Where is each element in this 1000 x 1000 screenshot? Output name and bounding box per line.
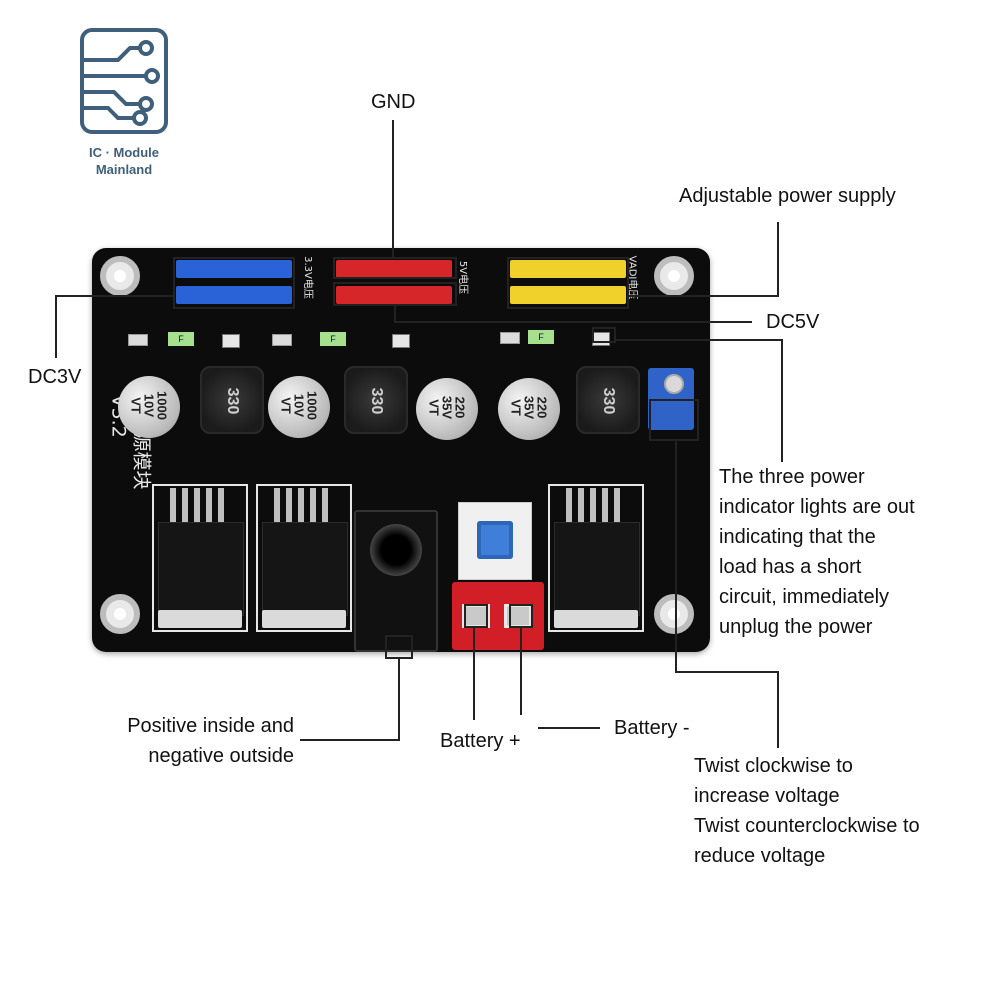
jack-line: Positive inside and	[127, 715, 294, 737]
indicator-line: load has a short	[719, 556, 862, 578]
voltage-potentiometer[interactable]	[648, 368, 694, 430]
indicator-line: unplug the power	[719, 616, 873, 638]
cap-voltage: 35V	[521, 395, 537, 420]
pot-line: increase voltage	[694, 785, 840, 807]
switch-button[interactable]	[477, 521, 513, 559]
mounting-hole	[654, 256, 694, 296]
brand-logo	[78, 26, 170, 136]
cap-series: VT	[508, 399, 524, 416]
mounting-hole	[100, 256, 140, 296]
smd-capacitor	[128, 334, 148, 346]
label-battery-plus: Battery +	[440, 730, 521, 752]
inductor: 330	[344, 366, 408, 434]
header-5v-top	[336, 260, 452, 278]
battery-negative-slot[interactable]	[504, 604, 532, 628]
indicator-led-3v3	[222, 334, 240, 348]
indicator-line: circuit, immediately	[719, 586, 890, 608]
pot-line: reduce voltage	[694, 845, 826, 867]
brand-line-1: IC · Module	[88, 145, 160, 160]
cap-value: 1000	[154, 391, 170, 420]
cap-voltage: 10V	[291, 393, 307, 418]
inductor-value: 330	[600, 387, 617, 415]
inductor: 330	[576, 366, 640, 434]
dc-barrel-jack[interactable]	[354, 510, 438, 652]
circuit-board-icon	[80, 28, 168, 134]
voltage-regulator	[152, 484, 248, 632]
label-adjustable-power-supply: Adjustable power supply	[679, 185, 896, 207]
cap-voltage: 10V	[141, 393, 157, 418]
header-vadj-bottom	[510, 286, 626, 304]
pot-adjust-screw[interactable]	[664, 374, 684, 394]
mounting-hole	[654, 594, 694, 634]
brand-name: IC · Module Mainland	[64, 144, 184, 178]
header-vadj-top	[510, 260, 626, 278]
smd-capacitor	[500, 332, 520, 344]
smd-capacitor	[272, 334, 292, 346]
indicator-line: indicator lights are out	[719, 496, 915, 518]
battery-terminal[interactable]	[452, 582, 544, 650]
cap-series: VT	[426, 399, 442, 416]
header-5v-bottom	[336, 286, 452, 304]
power-module-board: 3.3V电压 5V电压 VADJ电压 F F F 多电源模块 V3.2 1000…	[92, 248, 710, 652]
battery-positive-slot[interactable]	[462, 604, 490, 628]
pot-line: Twist counterclockwise to	[694, 815, 920, 837]
header-label-3v3: 3.3V电压	[301, 256, 313, 299]
cap-value: 220	[534, 396, 550, 419]
fuse: F	[320, 332, 346, 346]
cap-value: 1000	[304, 391, 320, 420]
voltage-regulator	[548, 484, 644, 632]
cap-value: 220	[452, 396, 468, 419]
label-pot-instructions: Twist clockwise to increase voltage Twis…	[694, 751, 920, 871]
label-dc5v: DC5V	[766, 311, 820, 333]
voltage-regulator	[256, 484, 352, 632]
inductor-value: 330	[368, 387, 385, 415]
power-switch[interactable]	[458, 502, 532, 580]
label-battery-minus: Battery -	[614, 717, 690, 739]
fuse: F	[528, 330, 554, 344]
header-label-5v: 5V电压	[457, 260, 469, 295]
cap-series: VT	[278, 397, 294, 414]
header-3v3-top	[176, 260, 292, 278]
indicator-led-adj	[592, 332, 610, 346]
brand-line-2: Mainland	[95, 162, 153, 177]
inductor: 330	[200, 366, 264, 434]
mounting-hole	[100, 594, 140, 634]
cap-voltage: 35V	[439, 395, 455, 420]
pot-line: Twist clockwise to	[694, 755, 853, 777]
label-indicator-warning: The three power indicator lights are out…	[719, 462, 915, 642]
header-label-vadj: VADJ电压	[626, 255, 638, 300]
indicator-line: The three power	[719, 466, 865, 488]
inductor-value: 330	[224, 387, 241, 415]
cap-series: VT	[128, 397, 144, 414]
header-3v3-bottom	[176, 286, 292, 304]
label-gnd: GND	[371, 91, 416, 113]
indicator-line: indicating that the	[719, 526, 876, 548]
jack-line: negative outside	[148, 745, 294, 767]
label-jack-polarity: Positive inside and negative outside	[106, 711, 294, 771]
indicator-led-5v	[392, 334, 410, 348]
label-dc3v: DC3V	[28, 366, 82, 388]
fuse: F	[168, 332, 194, 346]
jack-socket	[370, 524, 422, 576]
